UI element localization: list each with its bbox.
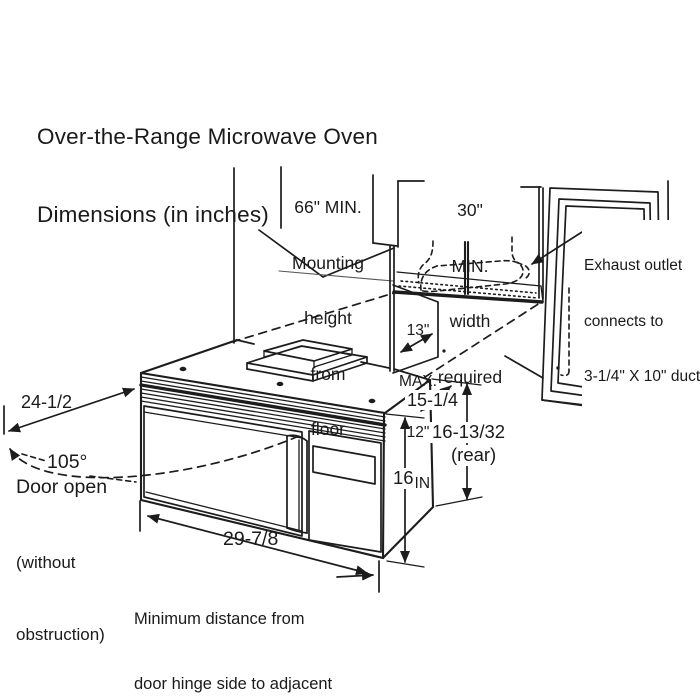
label-front-height: 16 [391, 467, 416, 489]
label-upper-depth: 15-1/4 [405, 390, 461, 411]
label-door-open: Door open [16, 476, 108, 498]
control-panel [308, 430, 382, 553]
cabinet-opening [389, 180, 544, 374]
label-top-depth: 24-1/2 [21, 392, 73, 412]
door-swing-arc [9, 435, 300, 483]
label-door-angle: 105° [47, 451, 88, 473]
label-rear-height: 16-13/32 [430, 421, 508, 443]
mounting-height-arrow [258, 166, 398, 278]
dim-oven-width [139, 500, 380, 593]
vent-slats [139, 376, 387, 442]
dim-cabinet-depth [400, 333, 433, 353]
label-width-required: 30" MIN. width required [437, 200, 503, 387]
page-title: Over-the-Range Microwave Oven Dimensions… [37, 72, 378, 280]
page-title-line2: Dimensions (in inches) [37, 202, 269, 227]
label-oven-width: 29-7/8 [223, 528, 279, 550]
display-window [312, 445, 376, 485]
dim-top-depth [3, 387, 135, 435]
label-exhaust-outlet: Exhaust outlet connects to 3-1/4" X 10" … [582, 220, 700, 424]
label-hinge-note: Minimum distance from door hinge side to… [134, 610, 333, 693]
dim-front-height [385, 413, 425, 568]
page-title-line1: Over-the-Range Microwave Oven [37, 124, 378, 149]
duct-dashed-outline [231, 236, 570, 379]
exhaust-adapter [246, 339, 368, 382]
leader-exhaust-outlet [531, 231, 583, 265]
leader-hinge-note [336, 570, 374, 581]
top-screws [179, 366, 376, 404]
label-mounting-height: 66" MIN. Mounting height from floor [292, 197, 364, 439]
label-rear-height-note: (rear) [449, 444, 499, 466]
label-door-open-note: (without obstruction) [16, 553, 105, 644]
